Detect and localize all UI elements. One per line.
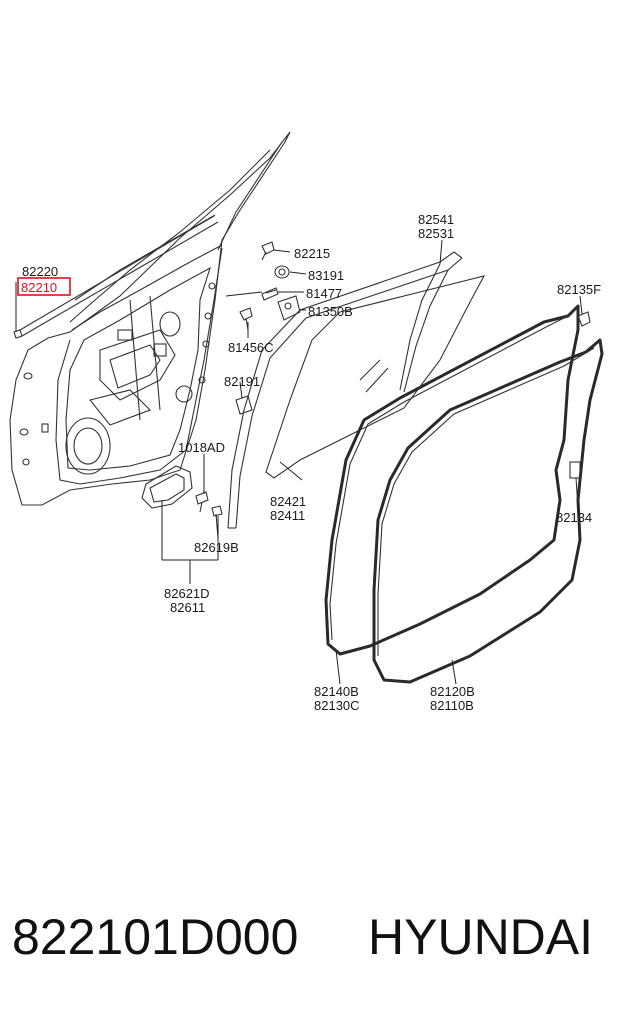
label-82140B: 82140B <box>314 684 359 699</box>
fastener-parts <box>195 241 301 517</box>
door-weatherstrip-outer <box>324 304 580 656</box>
brand-caption: HYUNDAI <box>368 909 594 965</box>
label-83191: 83191 <box>308 268 344 283</box>
label-82611: 82611 <box>170 600 205 615</box>
label-81477: 81477 <box>306 286 342 301</box>
label-81456C: 81456C <box>228 340 274 355</box>
label-82191: 82191 <box>224 374 260 389</box>
label-82220: 82220 <box>22 264 58 279</box>
label-82135F: 82135F <box>557 282 601 297</box>
label-82421: 82421 <box>270 494 306 509</box>
body-weatherstrip <box>372 338 604 684</box>
label-82210-highlighted: 82210 <box>21 280 57 295</box>
belt-moulding-strip <box>13 215 219 339</box>
door-glass <box>265 275 486 479</box>
right-small-parts <box>569 311 591 479</box>
label-82619B: 82619B <box>194 540 239 555</box>
label-82411: 82411 <box>270 508 305 523</box>
leader-lines <box>15 239 583 685</box>
label-1018AD: 1018AD <box>178 440 225 455</box>
label-81350B: 81350B <box>308 304 353 319</box>
footer-caption: 822101D000 HYUNDAI <box>0 900 620 980</box>
label-82531: 82531 <box>418 226 454 241</box>
label-82541: 82541 <box>418 212 454 227</box>
label-82110B: 82110B <box>430 698 474 713</box>
inside-handle <box>141 465 193 509</box>
label-82215: 82215 <box>294 246 330 261</box>
highlight-box <box>17 277 71 296</box>
part-number-labels: 82220 82210 82215 83191 81477 81350B 814… <box>17 212 601 713</box>
door-panel-drawing <box>9 131 291 506</box>
label-82130C: 82130C <box>314 698 360 713</box>
label-82134: 82134 <box>556 510 592 525</box>
label-82621D: 82621D <box>164 586 210 601</box>
label-82120B: 82120B <box>430 684 475 699</box>
part-number-caption: 822101D000 <box>12 909 299 965</box>
